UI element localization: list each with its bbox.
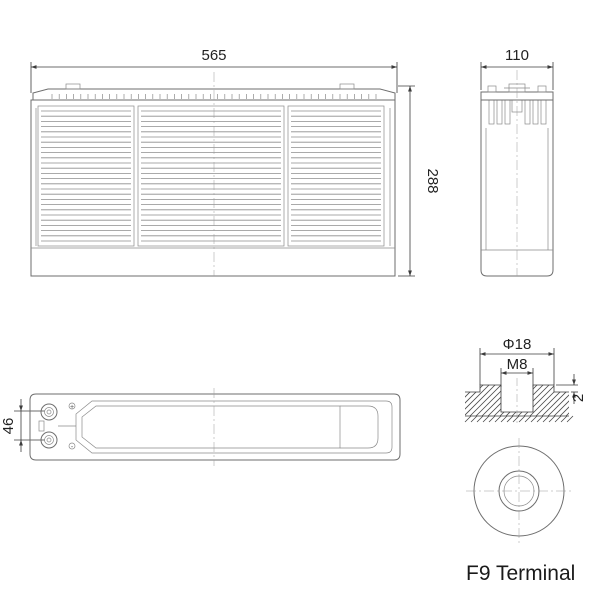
ground-mark — [560, 415, 568, 423]
ground-mark — [512, 415, 520, 423]
ground-mark — [524, 415, 532, 423]
terminal-section: Φ18 M8 2 F9 — [464, 336, 600, 585]
hatch-line — [590, 382, 600, 416]
side-posts — [488, 99, 547, 125]
rib-panel-left — [37, 105, 135, 247]
ground-mark — [542, 415, 550, 423]
front-terminal-left — [65, 83, 81, 90]
side-view: 110 — [480, 47, 554, 277]
length-dimension: 565 — [31, 47, 397, 69]
ground-mark — [548, 415, 556, 423]
terminal-diameter-label: Φ18 — [503, 336, 532, 353]
ground-mark — [566, 415, 574, 423]
top-view: 46 + - — [0, 388, 401, 466]
hatch-line — [559, 385, 569, 416]
terminal-spacing-label: 46 — [0, 418, 17, 435]
ground-mark — [500, 415, 508, 423]
width-label: 110 — [505, 47, 529, 64]
hatch-line — [465, 385, 499, 416]
front-terminal-right — [339, 83, 355, 90]
front-ribs — [41, 110, 381, 242]
hatch-line — [553, 385, 569, 416]
negative-symbol: - — [71, 444, 74, 451]
side-post — [540, 99, 547, 125]
rib-panel-center — [137, 105, 285, 247]
ground-mark — [470, 415, 478, 423]
positive-symbol: + — [70, 404, 74, 411]
terminal-negative — [40, 431, 58, 449]
terminal-height-label: 2 — [570, 394, 587, 402]
side-post — [504, 99, 511, 125]
hatch-line — [465, 385, 493, 416]
top-body — [29, 393, 401, 461]
height-dimension: 288 — [408, 86, 441, 276]
hatch-line — [547, 385, 569, 416]
side-body — [480, 99, 554, 277]
ground-mark — [530, 415, 538, 423]
thread-size-dimension: M8 — [501, 356, 533, 375]
terminal-positive — [40, 403, 58, 421]
rib-panel-right — [287, 105, 385, 247]
top-tray — [75, 400, 393, 454]
ground-mark — [464, 415, 472, 423]
terminal-height-dimension: 2 — [570, 374, 587, 404]
ground-mark — [506, 415, 514, 423]
polarity-label-block — [38, 420, 45, 432]
negative-mark-circle — [68, 442, 76, 450]
ground-mark — [536, 415, 544, 423]
width-dimension: 110 — [481, 47, 553, 69]
terminal-diameter-dimension: Φ18 — [480, 336, 554, 356]
length-label: 565 — [201, 47, 226, 64]
ground-mark — [476, 415, 484, 423]
front-view: 565 288 — [30, 47, 441, 277]
side-post — [488, 99, 495, 125]
ground-mark — [518, 415, 526, 423]
ground-mark — [554, 415, 562, 423]
side-post — [532, 99, 539, 125]
hatch-line — [541, 385, 569, 416]
ground-mark — [482, 415, 490, 423]
hatch-line — [596, 382, 600, 416]
positive-mark-circle — [68, 402, 76, 410]
terminal-caption: F9 Terminal — [466, 562, 575, 585]
thread-size-label: M8 — [507, 356, 528, 373]
side-post — [496, 99, 503, 125]
lid-ribs — [51, 94, 377, 99]
ground-mark — [494, 415, 502, 423]
terminal-top-view — [466, 438, 572, 544]
terminal-spacing-dimension: 46 — [0, 399, 45, 452]
ground-mark — [488, 415, 496, 423]
height-label: 288 — [424, 168, 441, 193]
battery-body — [30, 99, 396, 277]
side-post — [524, 99, 531, 125]
hatch-line — [469, 385, 505, 416]
